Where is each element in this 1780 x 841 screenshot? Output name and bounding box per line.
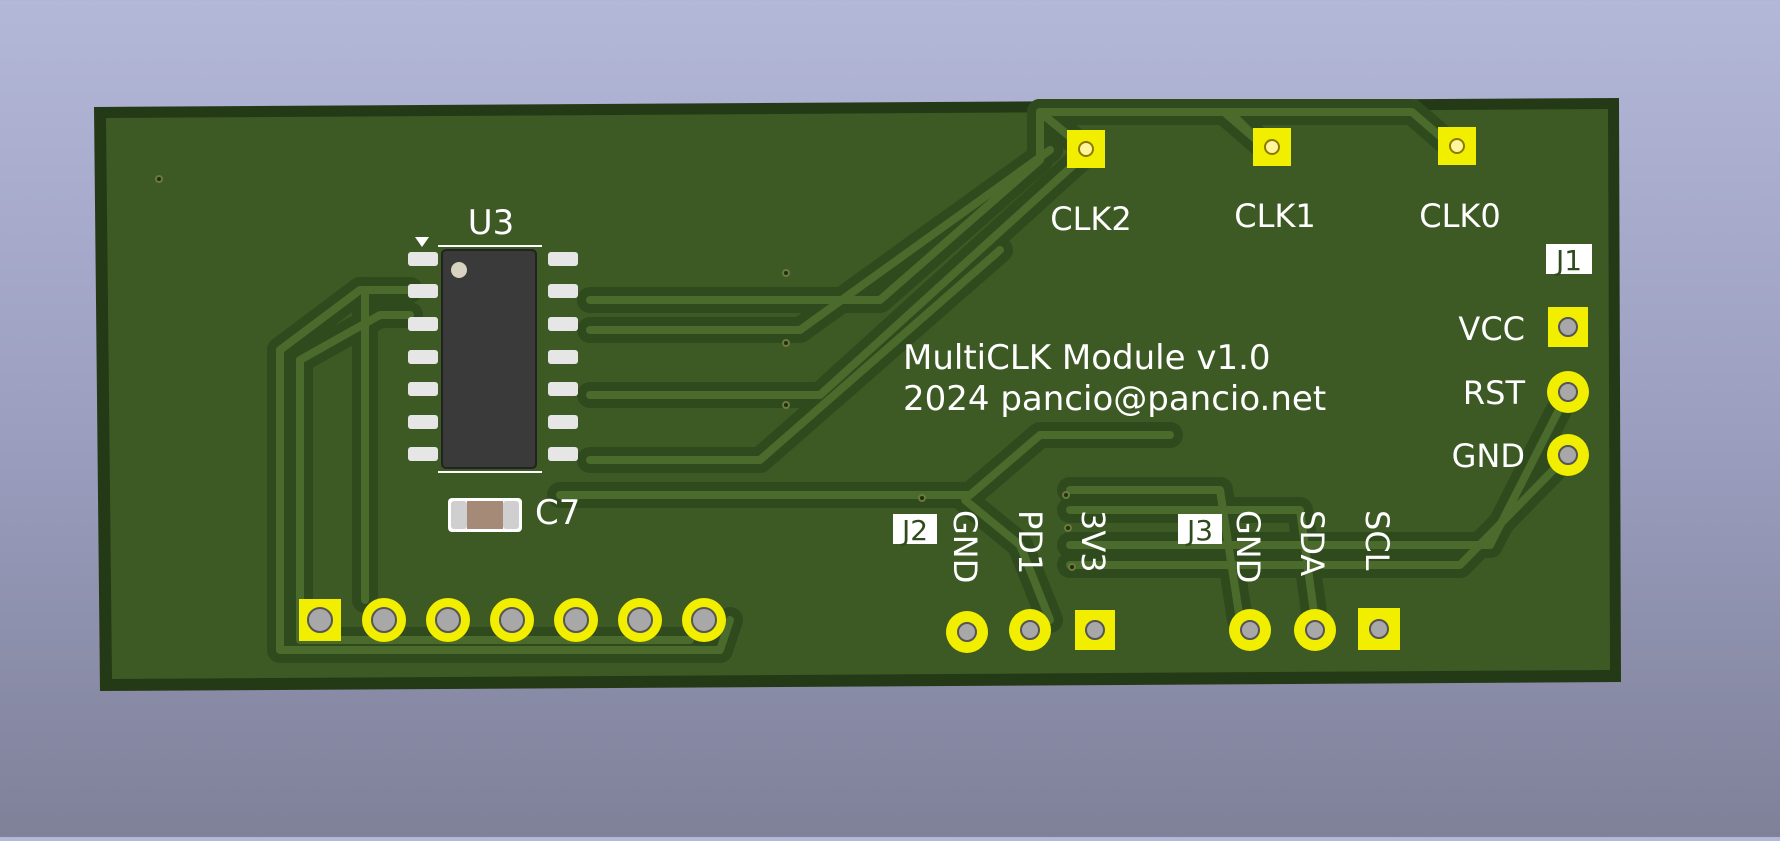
cap-c7[interactable]: C7 [448,493,580,533]
j3-pin-scl[interactable]: SCL [1358,510,1400,650]
clk2-pad[interactable]: CLK2 [1050,130,1132,238]
ic-u3[interactable]: U3 [408,203,578,473]
j3-pin-sda-label: SDA [1293,510,1331,576]
clk1-label: CLK1 [1234,197,1316,235]
ic-u3-pads [408,252,578,461]
ic-u3-body [441,249,537,469]
clk0-pad[interactable]: CLK0 [1419,127,1501,235]
j1-pin-rst-label: RST [1463,374,1526,412]
cap-c7-body [467,501,503,529]
connector-j1-label: J1 [1554,244,1582,277]
header-pin[interactable] [618,598,662,642]
clk2-label: CLK2 [1050,200,1132,238]
clk-output-pads[interactable]: CLK2 CLK1 CLK0 [1050,127,1501,238]
clk1-pad[interactable]: CLK1 [1234,128,1316,235]
connector-j3[interactable]: J3 GND SDA SCL [1178,510,1400,651]
cap-c7-label: C7 [535,493,580,533]
board-subtitle: 2024 pancio@pancio.net [903,379,1326,419]
ic-u3-label: U3 [468,203,515,243]
j3-pin-gnd[interactable]: GND [1229,510,1271,651]
j1-pin-rst[interactable]: RST [1463,371,1589,413]
header-pin[interactable] [362,598,406,642]
pcb-traces [267,99,1581,663]
j3-pin-gnd-label: GND [1229,510,1267,583]
j2-pin-3v3-label: 3V3 [1074,510,1112,573]
clk0-label: CLK0 [1419,197,1501,235]
j2-pin-pd1-label: PD1 [1011,510,1049,574]
j1-pin-gnd[interactable]: GND [1452,434,1589,476]
j1-pin-vcc[interactable]: VCC [1458,307,1588,348]
j2-pin-3v3[interactable]: 3V3 [1074,510,1115,650]
connector-j2[interactable]: J2 GND PD1 3V3 [893,510,1115,653]
pin-header[interactable] [299,598,726,642]
header-pin[interactable] [682,598,726,642]
j3-pin-scl-label: SCL [1358,510,1396,571]
j1-pin-gnd-label: GND [1452,437,1525,475]
header-pin[interactable] [299,599,341,641]
j2-pin-pd1[interactable]: PD1 [1009,510,1051,651]
connector-j3-label: J3 [1185,514,1213,547]
ic-u3-pin1-marker [415,237,429,247]
j2-pin-gnd[interactable]: GND [946,510,988,653]
pcb-vias [155,175,1076,571]
j3-pin-sda[interactable]: SDA [1293,510,1336,651]
j2-pin-gnd-label: GND [946,510,984,583]
header-pin[interactable] [490,598,534,642]
header-pin[interactable] [554,598,598,642]
header-pin[interactable] [426,598,470,642]
board-title: MultiCLK Module v1.0 [903,338,1271,378]
connector-j2-label: J2 [900,514,928,547]
pcb-board-copper [106,109,1610,679]
ic-u3-pin1-dot [451,262,467,278]
j1-pin-vcc-label: VCC [1458,310,1525,348]
connector-j1[interactable]: J1 VCC RST GND [1452,244,1592,476]
